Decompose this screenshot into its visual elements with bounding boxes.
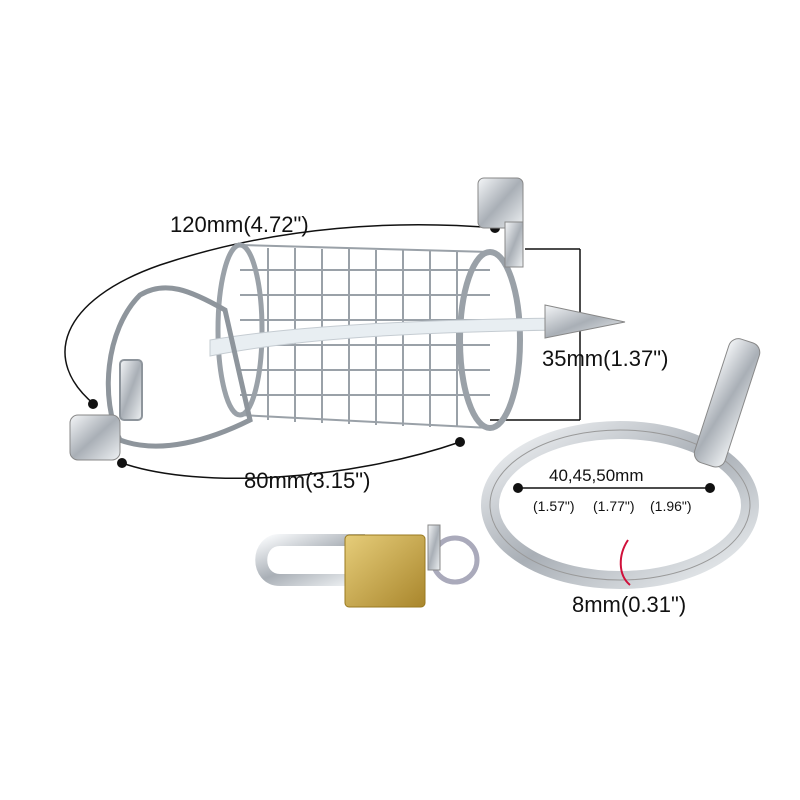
head-lock-nut	[69, 414, 121, 461]
head-piece	[105, 285, 253, 449]
base-ring	[481, 338, 761, 589]
height-label: 35mm(1.37")	[542, 346, 669, 371]
cage	[215, 242, 523, 431]
length-total-label: 120mm(4.72")	[170, 212, 309, 237]
dimension-lines	[64, 224, 710, 489]
lock-block	[477, 177, 524, 229]
ring-sizes-label: 40,45,50mm	[549, 466, 644, 485]
ring-thickness-label: 8mm(0.31")	[572, 592, 687, 617]
padlock	[255, 524, 480, 608]
ring-size-inch-1: (1.57")	[533, 498, 575, 514]
ring-size-inch-3: (1.96")	[650, 498, 692, 514]
ring-size-inch-2: (1.77")	[593, 498, 635, 514]
dimension-dots	[88, 223, 715, 493]
length-cage-label: 80mm(3.15")	[244, 468, 371, 493]
